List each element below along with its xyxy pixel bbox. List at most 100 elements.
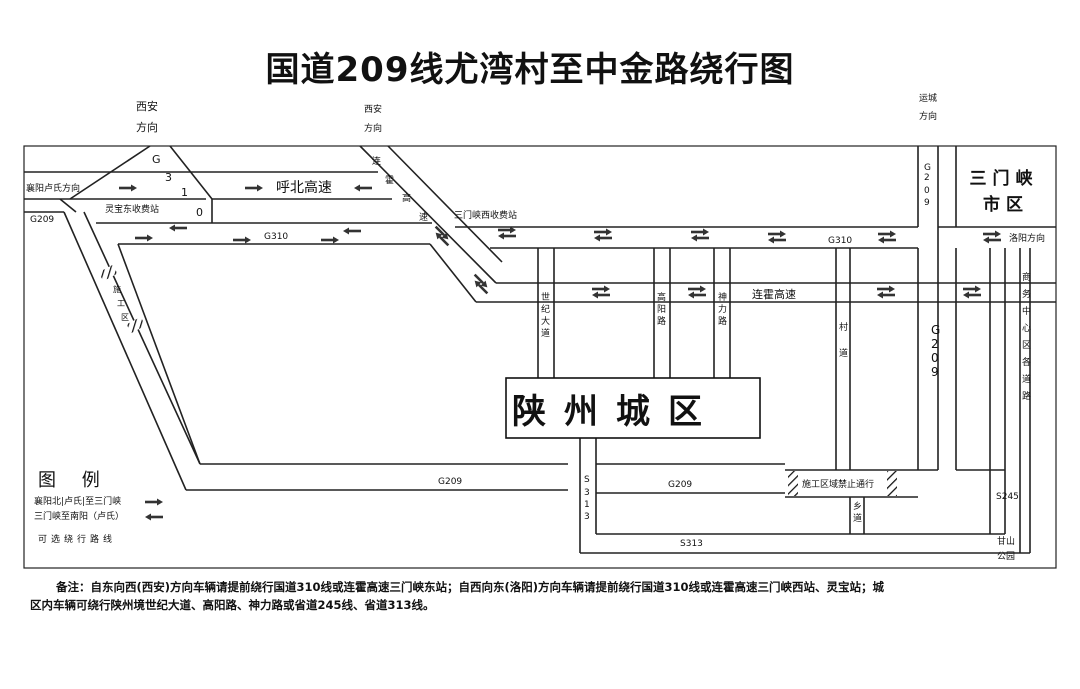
- arrow-lianhuo-upper-right: [434, 225, 449, 240]
- svg-text:道: 道: [541, 327, 550, 339]
- road-construction-closed: 施工区域禁止通行: [802, 478, 874, 490]
- note-line-2: 区内车辆可绕行陕州境世纪大道、高阳路、神力路或省道245线、省道313线。: [30, 598, 435, 612]
- svg-text:道: 道: [853, 512, 862, 524]
- arrow-lianhuo-seg-4-left: [963, 291, 981, 299]
- svg-text:G: G: [931, 323, 940, 337]
- svg-text:工: 工: [117, 299, 125, 308]
- road-s245: S245: [996, 492, 1019, 502]
- arrow-lianhuo-seg-2-left: [688, 291, 706, 299]
- svg-text:2: 2: [931, 337, 939, 351]
- road-g310-left: G310: [264, 232, 288, 242]
- construction-hatch-g209-right: [887, 471, 897, 496]
- svg-text:路: 路: [718, 315, 727, 327]
- arrow-lianhuo-upper-left: [435, 232, 450, 247]
- arrow-g310-seg-1-right: [498, 226, 516, 234]
- svg-text:3: 3: [584, 488, 590, 498]
- svg-text:施: 施: [113, 284, 121, 294]
- traffic-arrows: [119, 184, 1001, 521]
- arrow-lianhuo-seg-3-left: [877, 291, 895, 299]
- arrow-hubei-start: [245, 184, 263, 192]
- road-smx-west-toll: 三门峡西收费站: [454, 209, 517, 221]
- construction-hatch-left-top: [98, 264, 118, 282]
- construction-hatch-left-bottom: [126, 316, 146, 334]
- district-box: [505, 377, 761, 439]
- road-g310-char-1: G: [152, 153, 161, 166]
- svg-text:2: 2: [924, 173, 930, 183]
- legend-arrow-2: [145, 513, 163, 521]
- svg-text:力: 力: [718, 303, 727, 315]
- g209-mid-label: G 2 0 9: [931, 323, 940, 379]
- arrow-lianhuo-seg-1-right: [592, 285, 610, 293]
- svg-text:阳: 阳: [657, 304, 666, 315]
- road-g209-bottom-right: G209: [668, 480, 692, 490]
- legend-item-1: 襄阳北|卢氏|至三门峡: [34, 495, 121, 507]
- svg-text:S: S: [584, 475, 590, 485]
- arrow-g310-seg-5-right: [878, 230, 896, 238]
- svg-text:高: 高: [657, 291, 666, 303]
- arrow-g310-seg-6-left: [983, 236, 1001, 244]
- arrow-g310-left-4: [343, 227, 361, 235]
- arrow-g310-seg-2-right: [594, 228, 612, 236]
- construction-zone-label: 施 工 区: [113, 284, 129, 322]
- road-lingbao-toll: 灵宝东收费站: [105, 203, 159, 215]
- shiji-avenue-label: 世 纪 大 道: [541, 291, 550, 339]
- arrow-lingbao: [169, 224, 187, 232]
- road-ganshan-park-1: 甘山: [997, 535, 1015, 547]
- arrow-lianhuo-lower-right: [473, 273, 488, 288]
- arrow-g310-seg-3-left: [691, 234, 709, 242]
- legend-arrow-1: [145, 498, 163, 506]
- city-name: 三门峡: [970, 168, 1039, 189]
- city-area: 市区: [983, 194, 1029, 215]
- direction-xian-right-2: 方向: [364, 122, 382, 134]
- road-g310-char-2: 3: [165, 171, 172, 184]
- road-lianhuo-char-3: 高: [402, 192, 411, 204]
- svg-text:商: 商: [1022, 271, 1031, 283]
- cun-road-label: 村 道: [839, 321, 848, 359]
- arrow-g310-seg-3-right: [691, 228, 709, 236]
- svg-text:0: 0: [931, 351, 939, 365]
- svg-text:乡: 乡: [853, 501, 862, 512]
- road-lianhuo-char-2: 霍: [385, 175, 394, 186]
- s313-vertical-label: S 3 1 3: [584, 475, 590, 522]
- road-g310-char-4: 0: [196, 206, 203, 219]
- arrow-g310-seg-5-left: [878, 236, 896, 244]
- arrow-g310-left-3: [321, 236, 339, 244]
- road-s313: S313: [680, 539, 703, 549]
- road-g209-left: G209: [30, 215, 54, 225]
- road-g310-char-3: 1: [181, 186, 188, 199]
- direction-luoyang: 洛阳方向: [1009, 232, 1045, 244]
- svg-text:路: 路: [657, 315, 666, 327]
- arrow-xiangyang: [119, 184, 137, 192]
- direction-xiangyang-lushi: 襄阳卢氏方向: [26, 182, 80, 194]
- shenli-road-label: 神 力 路: [718, 291, 727, 327]
- arrow-lianhuo-seg-1-left: [592, 291, 610, 299]
- road-network: [24, 145, 1056, 554]
- svg-text:世: 世: [541, 291, 550, 303]
- xiang-road-label: 乡 道: [853, 501, 862, 524]
- svg-text:区: 区: [121, 313, 129, 322]
- svg-text:各: 各: [1022, 356, 1031, 368]
- arrow-g310-seg-1-left: [498, 232, 516, 240]
- svg-text:道: 道: [1022, 373, 1031, 385]
- road-lianhuo-char-4: 速: [419, 212, 428, 223]
- road-lianhuo-expressway: 连霍高速: [752, 287, 796, 301]
- business-roads-label: 商 务 中 心 区 各 道 路: [1022, 271, 1031, 402]
- road-ganshan-park-2: 公园: [997, 551, 1015, 562]
- legend-item-3: 可选绕行路线: [38, 533, 116, 545]
- city-label: 三门峡 市区: [970, 168, 1039, 215]
- legend-title: 图 例: [38, 470, 110, 491]
- construction-hatch-g209-left: [788, 471, 798, 496]
- district-label: 陕州城区: [512, 392, 720, 432]
- arrow-hubei-end: [354, 184, 372, 192]
- legend-item-2: 三门峡至南阳（卢氏）: [34, 510, 124, 522]
- map-title: 国道209线尤湾村至中金路绕行图: [266, 50, 795, 90]
- road-g310-right: G310: [828, 236, 852, 246]
- legend: 图 例 襄阳北|卢氏|至三门峡 三门峡至南阳（卢氏） 可选绕行路线: [34, 470, 124, 545]
- svg-text:村: 村: [839, 321, 848, 333]
- arrow-lianhuo-lower-left: [474, 280, 489, 295]
- arrow-lianhuo-seg-2-right: [688, 285, 706, 293]
- svg-text:神: 神: [718, 291, 727, 303]
- svg-text:务: 务: [1022, 288, 1031, 300]
- map-frame: [23, 145, 1057, 569]
